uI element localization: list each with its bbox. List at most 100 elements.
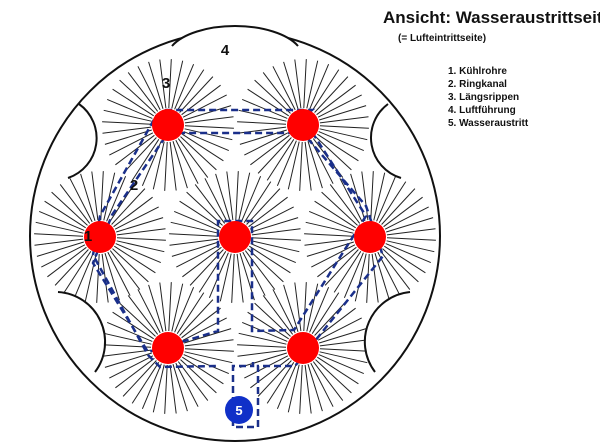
diagram-subtitle: (= Lufteintrittseite) [398,33,487,44]
fin [34,233,84,237]
cooling-pipe [152,332,184,364]
fin [127,72,159,112]
fin [137,289,161,334]
fin [109,250,141,290]
air-guide-right-upper [370,103,402,179]
fin [171,241,219,257]
fin [249,206,294,230]
fin [109,355,154,379]
fin [174,210,220,231]
fin-cluster [102,59,234,191]
fin [112,248,149,283]
fin [104,129,152,145]
fin [112,88,154,117]
cooling-pipe [287,109,319,141]
fin [122,137,157,174]
fin [172,364,188,412]
fin [251,217,299,233]
fin-cluster [102,282,234,414]
fin [303,59,307,109]
fin [182,246,222,278]
fin [215,173,231,221]
fin [44,200,86,229]
air-guide-label: 4 [221,42,230,59]
fin [319,105,367,121]
fin [182,94,227,118]
fin [102,126,152,134]
fin [306,283,319,332]
fin [159,59,167,109]
fin [131,139,160,181]
legend-item-cooling-pipes: 1. Kühlrohre [448,66,507,77]
fin [354,253,367,302]
fin [159,282,167,332]
fin [103,109,152,122]
fin [115,357,155,389]
fin [314,76,349,113]
fin [304,238,354,246]
fin [102,349,152,357]
cooling-pipe [287,332,319,364]
air-guide-left-lower [57,291,107,373]
fin [184,125,234,129]
fin [272,289,296,334]
fin [184,116,234,124]
fin [34,238,84,246]
fin [316,84,356,116]
fin [115,243,161,264]
fin [244,250,276,290]
ring-channel [91,108,385,429]
fin [238,172,251,221]
fin [247,248,284,283]
fin [73,252,94,298]
fin [251,228,301,236]
fin [287,364,300,413]
fin [287,141,300,190]
fin [116,217,164,233]
fin [247,88,289,117]
fin [235,171,239,221]
fin [266,362,295,404]
fin [250,243,296,264]
fin [80,173,96,221]
fin [379,250,411,290]
fin [283,61,299,109]
fin [184,348,234,352]
air-guide-right-lower [363,291,411,373]
fin [116,240,165,253]
fin [204,178,228,223]
fin [237,121,287,125]
fin [317,246,357,278]
fin [246,188,281,225]
fin [198,251,227,293]
fin [385,243,431,264]
fin [114,245,156,274]
fin [103,332,152,345]
fin [237,344,287,348]
fin [180,359,217,394]
fin [361,171,369,221]
fin [169,233,219,237]
fin [283,284,299,332]
fin [171,283,184,332]
fin [51,191,88,226]
fin [381,188,416,225]
fin [107,251,131,296]
fin [386,228,436,236]
fin [113,196,153,228]
fin [184,339,234,347]
fin [386,237,436,241]
fin [164,364,168,414]
fin [103,172,116,221]
fin [314,299,349,336]
fin [164,141,168,191]
fin [236,253,244,303]
fin [250,134,290,166]
fin [177,138,209,178]
fin [242,321,288,342]
cooling-pipes [84,109,386,364]
fin [251,240,300,253]
fin [174,64,195,110]
fin [315,136,352,171]
